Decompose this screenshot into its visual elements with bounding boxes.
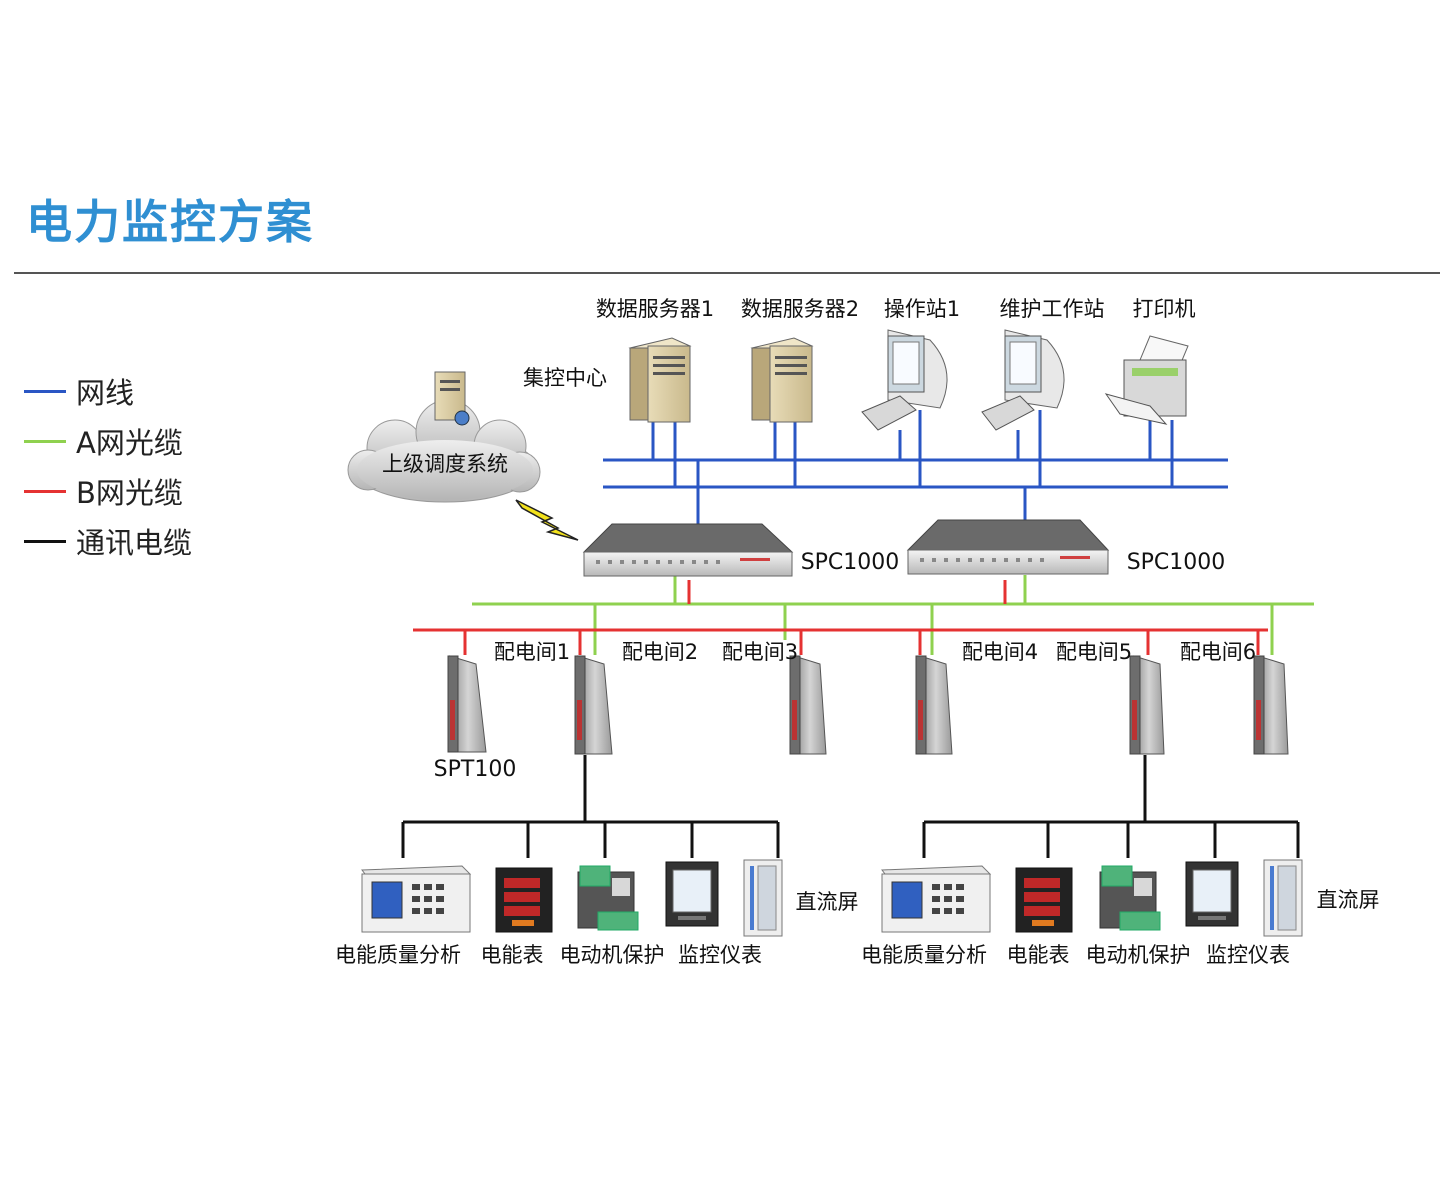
legend-item-comm: 通讯电缆 (24, 516, 192, 566)
fiber-a-cables (472, 575, 1314, 655)
field-left-label-1: 电能质量分析 (335, 943, 461, 967)
legend-swatch-fiber-a (24, 439, 66, 443)
dc-panel-left-icon (743, 859, 783, 937)
gateway-2-label: SPC1000 (1127, 550, 1226, 575)
page-title: 电力监控方案 (26, 195, 314, 249)
operator-station-icon (861, 329, 948, 431)
terminal-room-2-icon (574, 655, 613, 755)
legend-label-fiber-b: B网光缆 (76, 476, 183, 510)
terminal-room-6-icon (1253, 655, 1289, 755)
field-group-right (881, 859, 1303, 937)
legend-item-fiber-b: B网光缆 (24, 466, 192, 516)
legend-item-fiber-a: A网光缆 (24, 416, 192, 466)
legend-label-comm: 通讯电缆 (76, 526, 193, 560)
data-server-2-icon (750, 337, 814, 423)
room-2-label: 配电间2 (622, 640, 698, 664)
data-server-1-label: 数据服务器1 (596, 297, 714, 321)
legend-swatch-network (24, 389, 66, 393)
maintenance-station-label: 维护工作站 (1000, 297, 1105, 321)
terminal-room-3-icon (789, 655, 827, 755)
power-quality-analyzer-icon (881, 865, 992, 933)
legend-swatch-fiber-b (24, 489, 66, 493)
terminal-room-4-icon (915, 655, 953, 755)
monitor-instrument-icon (665, 861, 719, 927)
comm-cables (401, 755, 1300, 858)
maintenance-station-icon (981, 329, 1065, 431)
room-1-label: 配电间1 (494, 640, 570, 664)
legend-swatch-comm (24, 539, 66, 543)
terminal-label: SPT100 (434, 757, 517, 782)
room-3-label: 配电间3 (722, 640, 798, 664)
control-center-label: 集控中心 (523, 366, 607, 390)
legend-label-network: 网线 (76, 376, 135, 410)
motor-protector-icon (577, 865, 639, 931)
data-server-1-icon (628, 337, 692, 423)
field-right-label-2: 电能表 (1007, 943, 1070, 967)
room-4-label: 配电间4 (962, 640, 1038, 664)
energy-meter-icon (495, 867, 553, 933)
cloud-icon (347, 399, 541, 503)
legend: 网线 A网光缆 B网光缆 通讯电缆 (24, 366, 192, 566)
printer-label: 打印机 (1133, 297, 1196, 321)
fiber-b-cables (413, 580, 1268, 655)
dispatch-server-icon (434, 371, 470, 426)
room-5-label: 配电间5 (1056, 640, 1132, 664)
field-right-label-3: 电动机保护 (1086, 943, 1191, 967)
gateway-2-icon (906, 519, 1110, 575)
dc-panel-right-icon (1263, 859, 1303, 937)
data-server-2-label: 数据服务器2 (741, 297, 859, 321)
title-divider (14, 272, 1440, 274)
network-cables (603, 410, 1228, 527)
field-group-left (361, 859, 783, 937)
legend-label-fiber-a: A网光缆 (76, 426, 183, 460)
printer-icon (1104, 335, 1189, 425)
monitor-instrument-icon (1185, 861, 1239, 927)
gateway-1-label: SPC1000 (801, 550, 900, 575)
motor-protector-icon (1099, 865, 1161, 931)
dc-panel-left-label: 直流屏 (796, 890, 859, 914)
field-left-label-4: 监控仪表 (678, 943, 762, 967)
field-right-label-1: 电能质量分析 (861, 943, 987, 967)
terminal-room-5-icon (1129, 655, 1165, 755)
operator-station-label: 操作站1 (884, 297, 960, 321)
room-terminals (447, 655, 1289, 755)
cloud-label: 上级调度系统 (382, 452, 508, 476)
field-right-label-4: 监控仪表 (1206, 943, 1290, 967)
energy-meter-icon (1015, 867, 1073, 933)
power-quality-analyzer-icon (361, 865, 472, 933)
terminal-room-1-icon (447, 655, 487, 753)
gateway-1-icon (582, 523, 794, 577)
room-6-label: 配电间6 (1180, 640, 1256, 664)
wireless-link-icon (515, 499, 579, 541)
legend-item-network: 网线 (24, 366, 192, 416)
field-left-label-3: 电动机保护 (560, 943, 665, 967)
dc-panel-right-label: 直流屏 (1317, 888, 1380, 912)
field-left-label-2: 电能表 (481, 943, 544, 967)
